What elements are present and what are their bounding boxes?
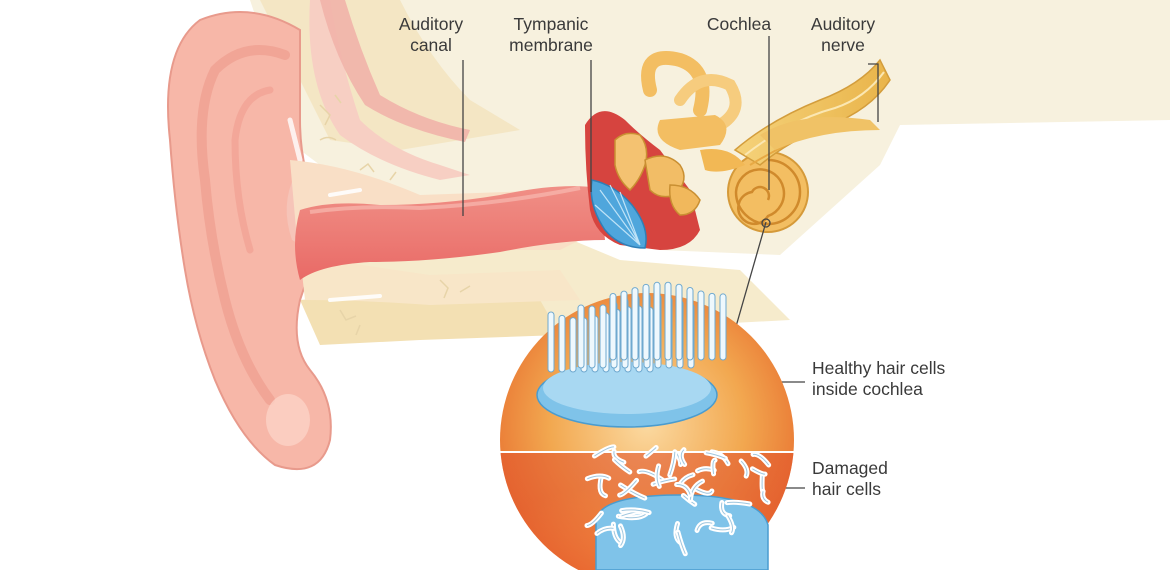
- damaged-hair-cell-outline: [680, 449, 686, 465]
- auditory-canal-shape: [295, 186, 605, 280]
- damaged-hair-cell-outline: [726, 501, 750, 505]
- healthy-hair-cell: [708, 292, 716, 361]
- damaged-hair-cell-outline: [645, 447, 657, 457]
- label-healthy-hair-cells: Healthy hair cells inside cochlea: [812, 358, 945, 400]
- healthy-hair-cell: [588, 305, 596, 369]
- damaged-hair-cell-outline: [740, 460, 748, 477]
- bone-details: [319, 94, 471, 336]
- healthy-hair-cell: [686, 287, 694, 361]
- label-healthy-hair-cells-line1: Healthy hair cells: [812, 358, 946, 378]
- damaged-hair-cell-outline: [621, 509, 650, 514]
- damaged-hair-cell-outline: [727, 515, 734, 534]
- label-healthy-hair-cells-line2: inside cochlea: [812, 379, 923, 399]
- damaged-hair-cell-outline: [689, 480, 703, 500]
- label-tympanic-membrane: Tympanic membrane: [496, 14, 606, 56]
- damaged-hair-cell-outline: [638, 470, 664, 481]
- healthy-hair-cell: [642, 283, 650, 361]
- damaged-hair-cell-outline: [619, 480, 637, 496]
- label-tympanic-membrane-line2: membrane: [509, 35, 593, 55]
- label-tympanic-membrane-line1: Tympanic: [513, 14, 589, 34]
- damaged-hair-cell-outline: [599, 477, 606, 497]
- damaged-hair-cell-outline: [669, 451, 676, 476]
- damaged-hair-cell-outline: [676, 484, 691, 495]
- damaged-hair-cell-outline: [752, 468, 766, 475]
- damaged-hair-cell-outline: [613, 451, 625, 463]
- label-cochlea: Cochlea: [694, 14, 784, 35]
- damaged-hair-cell-outline: [620, 484, 646, 499]
- healthy-hair-cell: [609, 292, 617, 361]
- label-cochlea-line1: Cochlea: [706, 14, 772, 34]
- healthy-hair-cell: [620, 290, 628, 361]
- healthy-hair-cell: [664, 281, 672, 361]
- label-auditory-nerve-line2: nerve: [821, 35, 865, 55]
- label-auditory-canal: Auditory canal: [386, 14, 476, 56]
- healthy-hair-cell: [653, 281, 661, 361]
- damaged-hair-cells-shape: [584, 444, 772, 570]
- damaged-hair-cell-outline: [705, 452, 726, 459]
- damaged-hair-cell-outline: [680, 474, 694, 484]
- healthy-hair-cell: [631, 287, 639, 361]
- healthy-hair-cell: [599, 304, 607, 369]
- damaged-hair-cell-outline: [652, 478, 675, 485]
- ossicles: [614, 132, 701, 216]
- label-auditory-canal-line1: Auditory: [398, 14, 464, 34]
- label-damaged-hair-cells: Damaged hair cells: [812, 458, 888, 500]
- damaged-hair-cell-outline: [712, 459, 716, 474]
- damaged-hair-cell-outline: [677, 531, 686, 554]
- healthy-hair-cell: [558, 314, 566, 373]
- auditory-nerve-shape: [733, 58, 891, 166]
- cochlea-shape: [700, 149, 809, 233]
- damaged-hair-cell-outline: [695, 488, 713, 494]
- label-auditory-nerve-line1: Auditory: [810, 14, 876, 34]
- damaged-hair-cell-outline: [594, 446, 614, 457]
- canal-highlights: [328, 188, 382, 302]
- label-damaged-hair-cells-line2: hair cells: [812, 479, 882, 499]
- damaged-hair-cell-outline: [761, 474, 764, 492]
- healthy-hair-cell: [547, 311, 555, 373]
- healthy-hair-cells-shape: [536, 281, 727, 428]
- damaged-hair-cell-outline: [596, 527, 614, 534]
- label-auditory-canal-line2: canal: [410, 35, 452, 55]
- healthy-hair-cell: [577, 304, 585, 369]
- damaged-hair-cell-outline: [587, 475, 610, 480]
- healthy-hair-cell: [697, 290, 705, 361]
- damaged-hair-cell-outline: [752, 453, 770, 466]
- head-skin: [309, 0, 470, 180]
- damaged-hair-cell-outline: [586, 512, 602, 526]
- tympanic-membrane-shape: [590, 179, 647, 249]
- healthy-hair-cell: [569, 317, 577, 373]
- damaged-hair-cell-outline: [656, 465, 660, 487]
- damaged-hair-cell-outline: [614, 459, 631, 473]
- healthy-hair-cell: [675, 283, 683, 361]
- semicircular-canals: [641, 51, 742, 150]
- damaged-hair-cell-outline: [619, 525, 624, 546]
- label-damaged-hair-cells-line1: Damaged: [812, 458, 888, 478]
- cochlea-focus-marker: [761, 218, 771, 228]
- damaged-hair-cell-outline: [762, 491, 769, 503]
- damaged-hair-cell-outline: [696, 522, 713, 531]
- healthy-hair-cell: [719, 293, 727, 361]
- label-auditory-nerve: Auditory nerve: [798, 14, 888, 56]
